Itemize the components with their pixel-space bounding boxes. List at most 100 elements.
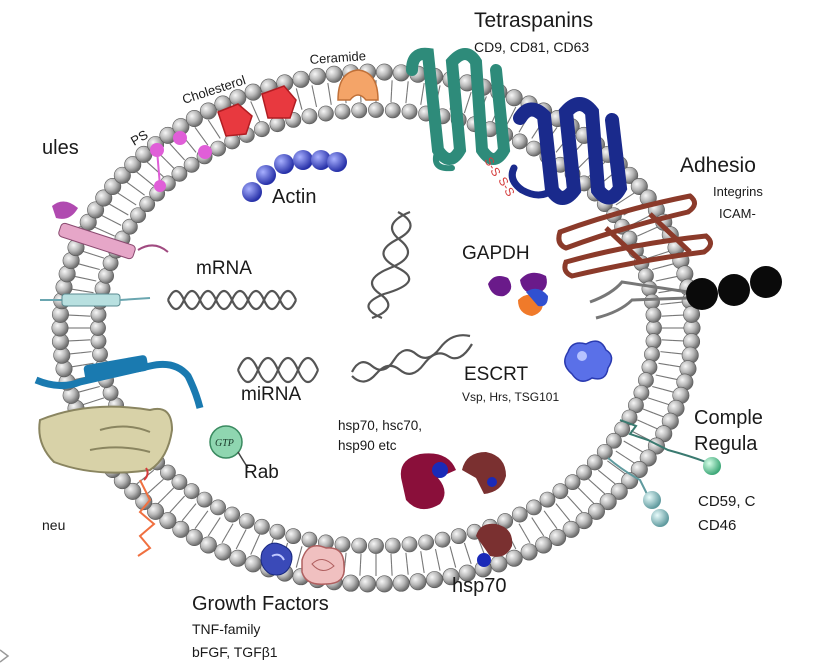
lipid-tail: [624, 456, 635, 464]
lipid-tail: [295, 556, 300, 568]
adhesion-molecule-icon: [556, 193, 713, 279]
lipid-head: [171, 165, 188, 182]
lipid-head: [368, 102, 384, 118]
lipid-tail: [250, 101, 256, 112]
cd46-label: CD46: [698, 517, 736, 534]
complement-label-2: Regula: [694, 433, 758, 455]
lipid-head: [359, 575, 377, 593]
lipid-head: [384, 537, 401, 554]
lipid-head: [159, 512, 177, 530]
lipid-head: [384, 102, 401, 119]
lipid-head: [139, 196, 156, 213]
lipid-tail: [93, 254, 105, 259]
molecules-label: ules: [42, 137, 79, 159]
lipid-head: [401, 103, 418, 120]
lipid-head: [229, 549, 247, 567]
lipid-tail: [671, 301, 683, 304]
lipid-tail: [135, 188, 145, 196]
lipid-head: [639, 449, 657, 467]
ps-lipid-icon: [150, 131, 212, 192]
lipid-tail: [194, 519, 202, 529]
lipid-tail: [227, 523, 234, 534]
lipid-tail: [647, 397, 659, 402]
lipid-head: [511, 506, 528, 523]
left-receptor-icon: [38, 405, 174, 474]
lipid-tail: [550, 519, 558, 529]
lipid-head: [183, 156, 200, 173]
lipid-tail: [169, 143, 178, 153]
lipid-tail: [78, 263, 90, 268]
left-blue-channel-icon: [34, 355, 204, 409]
lipid-tail: [126, 181, 137, 190]
gapdh-icon: [488, 272, 548, 316]
lipid-head: [644, 293, 660, 310]
lipid-tail: [359, 564, 362, 576]
escrt-list: Vsp, Hrs, TSG101: [462, 390, 559, 404]
svg-text:GTP: GTP: [215, 438, 234, 449]
lipid-head: [426, 571, 444, 589]
lipid-tail: [82, 362, 94, 366]
growth-factor-blue-icon: [260, 542, 293, 576]
lipid-tail: [577, 487, 587, 496]
neu-receptor-icon: [137, 467, 156, 557]
lipid-tail: [658, 400, 670, 406]
lipid-tail: [588, 478, 598, 487]
lipid-head: [552, 483, 569, 500]
lipid-tail: [181, 511, 190, 522]
lipid-tail: [126, 198, 137, 206]
lipid-tail: [74, 275, 86, 280]
lipid-tail: [176, 151, 186, 161]
lipid-head: [244, 83, 262, 101]
lipid-tail: [518, 122, 525, 133]
lipid-tail: [390, 553, 393, 565]
tetraspanin-blue-icon: [508, 97, 628, 205]
lipid-tail: [632, 446, 644, 453]
lipid-tail: [452, 556, 457, 568]
growth-factor-pink-icon: [301, 545, 345, 585]
lipid-head: [214, 543, 232, 561]
lipid-head: [301, 108, 318, 125]
mrna-helix-icon: [166, 289, 298, 311]
rab-label: Rab: [244, 462, 279, 483]
lipid-tail: [655, 278, 667, 282]
lipid-head: [409, 573, 427, 591]
lipid-head: [418, 534, 435, 551]
lipid-head: [238, 513, 255, 529]
lipid-tail: [298, 546, 303, 558]
lipid-tail: [207, 526, 215, 537]
adhesion-label: Adhesio: [680, 154, 756, 177]
ceramide-icon: [337, 69, 379, 101]
neu-label: neu: [42, 517, 65, 533]
lipid-tail: [652, 385, 664, 390]
lipid-tail: [577, 160, 587, 169]
lipid-head: [375, 575, 393, 593]
lipid-tail: [477, 538, 483, 550]
lipid-head: [351, 102, 368, 119]
lipid-tail: [666, 376, 678, 381]
lipid-tail: [597, 469, 608, 478]
lipid-head: [342, 574, 360, 592]
lipid-tail: [672, 339, 684, 342]
lipid-tail: [467, 553, 472, 565]
lipid-tail: [607, 460, 617, 468]
lipid-tail: [566, 495, 576, 505]
hsp-line1: hsp70, hsc70,: [338, 418, 422, 433]
lipid-head: [244, 555, 262, 573]
corner-arrow-icon: [0, 649, 10, 663]
lipid-head: [606, 432, 622, 449]
complement-regulator-icon: [607, 419, 721, 527]
lipid-head: [645, 306, 662, 323]
lipid-tail: [405, 552, 408, 564]
lipid-head: [599, 493, 617, 511]
lipid-tail: [359, 553, 362, 565]
lipid-tail: [606, 476, 616, 485]
lipid-head: [92, 346, 108, 363]
lipid-head: [442, 568, 460, 586]
escrt-label: ESCRT: [464, 364, 528, 385]
lipid-tail: [146, 161, 156, 170]
lipid-tail: [574, 503, 583, 513]
lipid-head: [317, 105, 334, 122]
lipid-tail: [437, 559, 441, 571]
lipid-head: [535, 536, 553, 554]
